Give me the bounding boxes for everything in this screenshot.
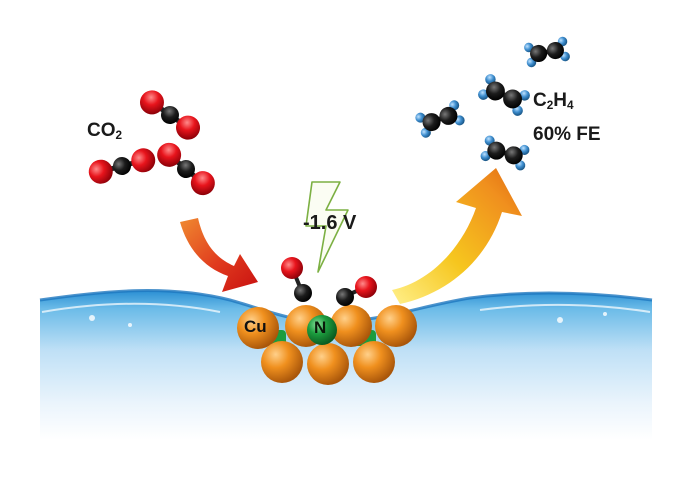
co2-molecule <box>139 90 201 140</box>
ethylene-molecule <box>524 36 570 68</box>
copper-atom <box>307 343 349 385</box>
copper-label: Cu <box>244 317 267 336</box>
c2h4-label: C2H4 <box>533 90 574 112</box>
co2-molecule <box>157 142 215 196</box>
co2-label: CO2 <box>87 120 123 142</box>
curved-arrow-out-icon <box>392 168 522 304</box>
adsorbed-co <box>281 257 312 302</box>
co2-molecule <box>88 148 156 184</box>
nitrogen-label: N <box>314 318 327 337</box>
ethylene-molecule <box>480 135 530 171</box>
voltage-label: -1.6 V <box>303 212 357 234</box>
copper-atom <box>330 305 372 347</box>
copper-atom <box>261 341 303 383</box>
ethylene-molecule <box>478 74 530 116</box>
copper-atom <box>375 305 417 347</box>
lightning-bolt-icon <box>305 181 349 273</box>
curved-arrow-in-icon <box>180 218 258 292</box>
ethylene-molecule <box>415 100 465 138</box>
nitrogen-atom <box>307 315 337 345</box>
adsorbed-co <box>336 276 377 306</box>
faradaic-efficiency-label: 60% FE <box>533 124 601 145</box>
copper-atom <box>237 307 279 349</box>
copper-atom <box>353 341 395 383</box>
catalyst-cluster <box>237 305 417 385</box>
